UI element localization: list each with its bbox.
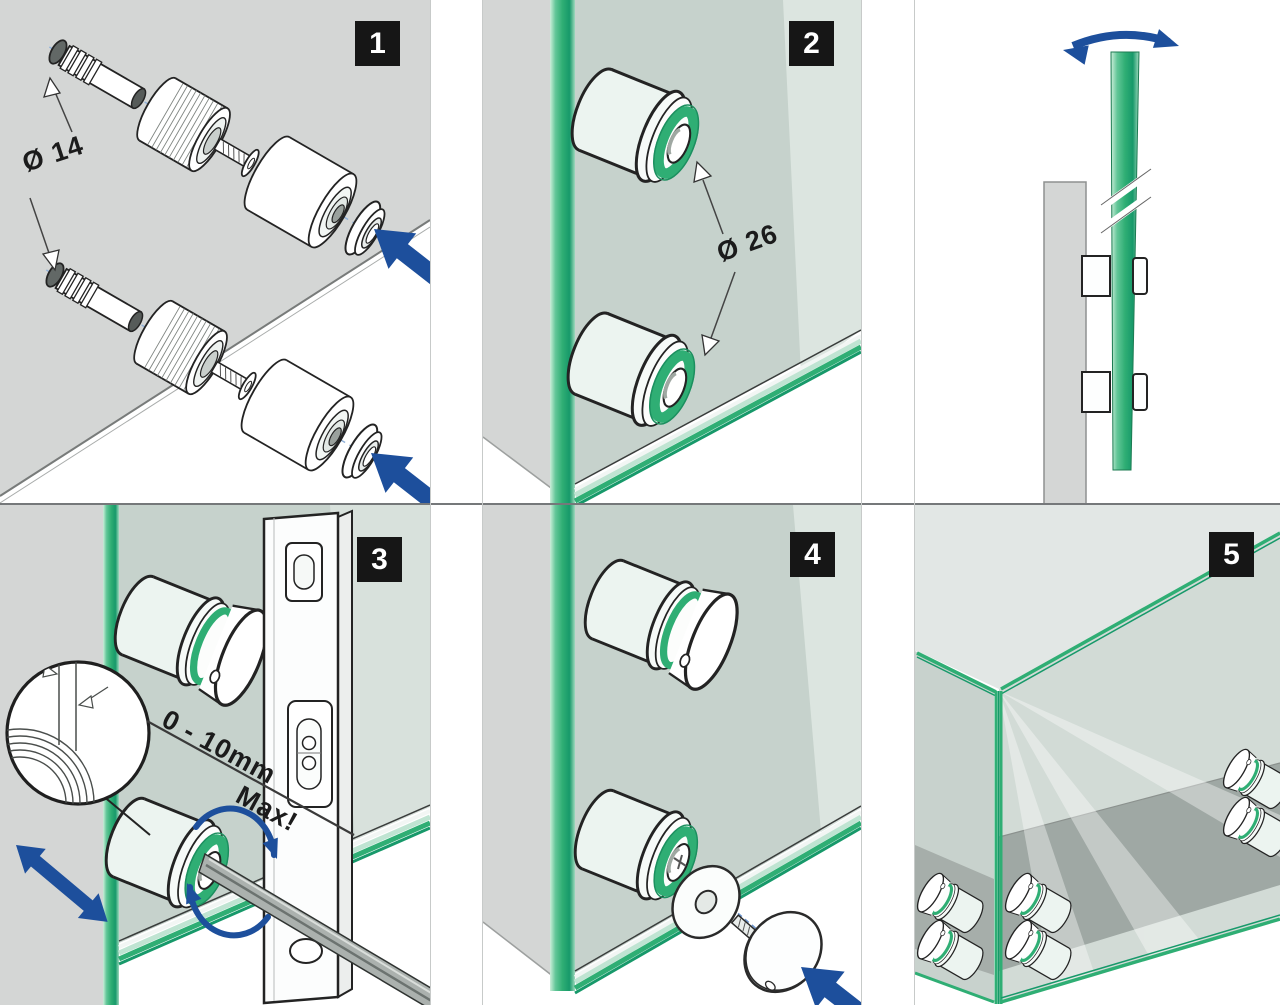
panel-step-4 <box>483 505 861 1005</box>
gap-underline <box>146 720 355 836</box>
wall-band-front <box>999 763 1280 971</box>
level-tool <box>262 509 353 1005</box>
standoff-cap-side <box>1132 373 1148 411</box>
dim-leaders-o14 <box>29 76 73 272</box>
column-divider <box>482 0 483 1005</box>
glass-edge <box>550 0 575 504</box>
wall-strip <box>483 0 563 497</box>
step-badge-4: 4 <box>790 532 835 577</box>
break-line <box>1098 191 1154 233</box>
glass-top-face <box>915 505 1280 689</box>
wall-post <box>1043 181 1087 504</box>
glass-edge-on <box>1110 51 1140 471</box>
tilt-adjust-arrow-icon <box>1060 29 1183 65</box>
step-5-drawing <box>915 505 1280 1005</box>
step-badge-3: 3 <box>357 537 402 582</box>
glass-edge <box>550 505 575 991</box>
rotate-arrow-icon <box>179 805 285 939</box>
magnifier-detail <box>5 660 355 836</box>
step-badge-1: 1 <box>355 21 400 66</box>
panel-step-1: Ø 14 <box>0 0 430 504</box>
column-divider <box>430 0 431 1005</box>
step-2-drawing: Ø 26 <box>483 0 861 504</box>
standoff-side-left <box>1081 371 1111 413</box>
side-view-drawing <box>915 0 1280 504</box>
break-line <box>1098 169 1154 211</box>
step-3-drawing: 0 - 10mm Max! <box>0 505 430 1005</box>
washer <box>671 864 741 940</box>
screw-head-cross <box>673 854 687 870</box>
standoff-side-left <box>1081 255 1111 297</box>
glass-highlight <box>793 505 861 832</box>
glass-green-edges <box>915 531 1280 1004</box>
light-rays <box>999 691 1280 1005</box>
hex-key <box>198 852 430 1005</box>
panel-step-3: 0 - 10mm Max! <box>0 505 430 1005</box>
step-badge-5: 5 <box>1209 532 1254 577</box>
glass-highlight <box>330 505 430 840</box>
glass-highlight <box>783 0 861 375</box>
step-badge-2: 2 <box>789 21 834 66</box>
standoff-cap-side <box>1132 257 1148 295</box>
column-divider <box>861 0 862 1005</box>
dim-leaders-o26 <box>693 160 736 357</box>
panel-step-2: Ø 26 <box>483 0 861 504</box>
panel-step-5 <box>915 505 1280 1005</box>
wall-strip <box>483 505 563 984</box>
row-divider <box>0 503 1280 505</box>
step-4-drawing <box>483 505 861 1005</box>
panel-side-adjustment <box>915 0 1280 504</box>
step-1-drawing: Ø 14 <box>0 0 430 504</box>
column-divider <box>914 0 915 1005</box>
